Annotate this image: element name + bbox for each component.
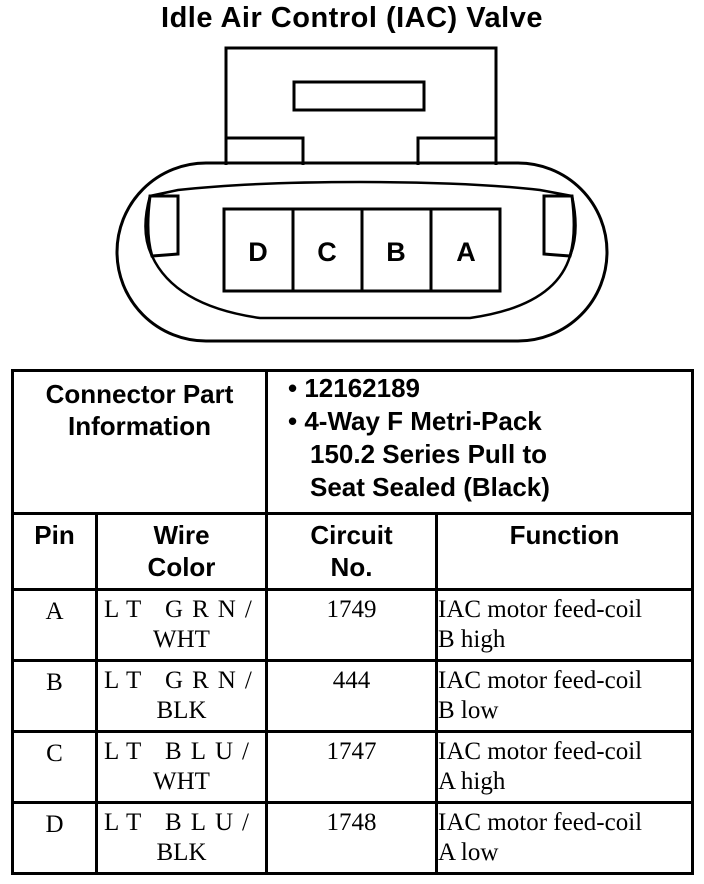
cell-wire-color: LT BLU/ WHT bbox=[95, 730, 268, 804]
pin-label-a: A bbox=[456, 237, 476, 267]
part-info-label-line2: Information bbox=[68, 411, 211, 441]
pin-label-b: B bbox=[386, 237, 406, 267]
header-wire-color: Wire Color bbox=[95, 512, 268, 591]
connector-info-table: Connector Part Information 12162189 4-Wa… bbox=[11, 369, 695, 875]
part-description-line1: 4-Way F Metri-Pack bbox=[268, 405, 691, 438]
latch-step-left bbox=[226, 136, 305, 165]
cell-function: IAC motor feed-coil B low bbox=[434, 659, 695, 733]
table-row: B LT GRN/ BLK 444 IAC motor feed-coil B … bbox=[11, 659, 695, 733]
latch-step-right bbox=[416, 136, 496, 165]
connector-diagram: D C B A bbox=[115, 46, 609, 343]
cell-pin: C bbox=[11, 730, 98, 804]
connector-outer-body bbox=[115, 161, 609, 343]
pin-label-d: D bbox=[248, 237, 268, 267]
part-description-line3: Seat Sealed (Black) bbox=[310, 472, 550, 502]
diagram-title: Idle Air Control (IAC) Valve bbox=[161, 2, 543, 34]
cell-function: IAC motor feed-coil A high bbox=[434, 730, 695, 804]
table-row: D LT BLU/ BLK 1748 IAC motor feed-coil A… bbox=[11, 801, 695, 875]
cell-function: IAC motor feed-coil B high bbox=[434, 588, 695, 662]
header-circuit-no: Circuit No. bbox=[265, 512, 438, 591]
part-description-line2: 150.2 Series Pull to bbox=[310, 439, 548, 469]
header-function: Function bbox=[434, 512, 695, 591]
table-header-row: Pin Wire Color Circuit No. Function bbox=[11, 512, 695, 591]
cell-wire-color: LT BLU/ BLK bbox=[95, 801, 268, 875]
cell-circuit: 1748 bbox=[265, 801, 438, 875]
cell-wire-color: LT GRN/ WHT bbox=[95, 588, 268, 662]
part-info-value-cell: 12162189 4-Way F Metri-Pack 150.2 Series… bbox=[264, 369, 695, 515]
cell-pin: B bbox=[11, 659, 98, 733]
cell-function: IAC motor feed-coil A low bbox=[434, 801, 695, 875]
latch-window bbox=[292, 80, 426, 112]
cell-circuit: 1747 bbox=[265, 730, 438, 804]
part-info-label-cell: Connector Part Information bbox=[11, 369, 268, 515]
cell-pin: D bbox=[11, 801, 98, 875]
part-number: 12162189 bbox=[268, 372, 691, 405]
cell-circuit: 444 bbox=[265, 659, 438, 733]
cell-pin: A bbox=[11, 588, 98, 662]
latch-housing bbox=[224, 46, 498, 165]
cell-circuit: 1749 bbox=[265, 588, 438, 662]
table-row: C LT BLU/ WHT 1747 IAC motor feed-coil A… bbox=[11, 730, 695, 804]
cell-wire-color: LT GRN/ BLK bbox=[95, 659, 268, 733]
table-row: A LT GRN/ WHT 1749 IAC motor feed-coil B… bbox=[11, 588, 695, 662]
header-pin: Pin bbox=[11, 512, 98, 591]
pin-label-c: C bbox=[317, 237, 337, 267]
part-info-row: Connector Part Information 12162189 4-Wa… bbox=[11, 369, 695, 515]
part-info-label-line1: Connector Part bbox=[45, 379, 234, 409]
connector-inner-outline bbox=[146, 194, 180, 258]
